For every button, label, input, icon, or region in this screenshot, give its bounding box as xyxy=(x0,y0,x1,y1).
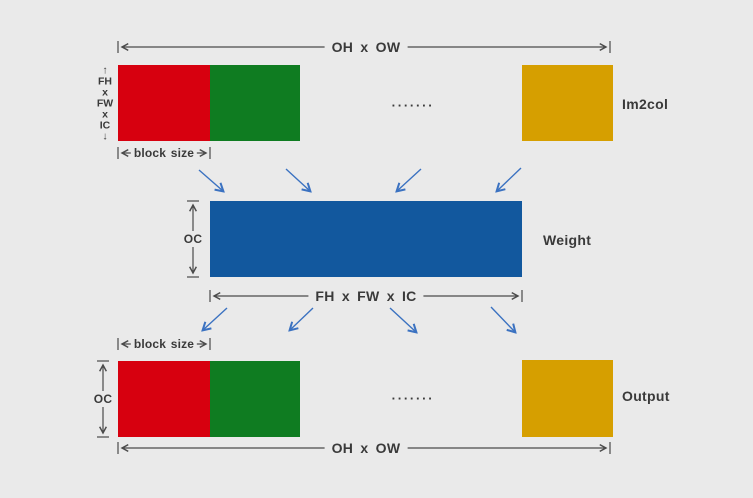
output-label: Output xyxy=(622,388,670,404)
output-block-green xyxy=(210,361,300,437)
output-dots: ....... xyxy=(391,387,435,403)
flow-arrows-to-weight xyxy=(198,167,522,191)
bottom-width-label: OH x OW xyxy=(324,440,408,456)
height-label-line: IC xyxy=(99,119,111,132)
top-block-size-label: block size xyxy=(130,146,198,160)
im2col-dots: ....... xyxy=(391,94,435,110)
arrow-up-icon: ↑ xyxy=(102,64,108,77)
im2col-block-gold xyxy=(522,65,613,141)
weight-matrix xyxy=(210,201,522,277)
weight-oc-label: OC xyxy=(180,231,206,247)
height-label-line: FW xyxy=(96,97,114,110)
im2col-label: Im2col xyxy=(622,96,669,112)
weight-width-label: FH x FW x IC xyxy=(308,288,424,304)
im2col-block-red xyxy=(118,65,210,141)
output-block-red xyxy=(118,361,210,437)
height-label-line: x xyxy=(102,86,108,99)
output-block-size-label: block size xyxy=(130,337,198,351)
im2col-height-label: ↑ FH x FW x IC ↓ xyxy=(96,64,114,143)
height-label-line: FH xyxy=(97,75,112,88)
output-oc-label: OC xyxy=(90,391,116,407)
height-label-line: x xyxy=(102,108,108,121)
arrow-down-icon: ↓ xyxy=(102,130,108,143)
weight-label: Weight xyxy=(543,232,592,248)
top-width-label: OH x OW xyxy=(324,39,408,55)
output-block-gold xyxy=(522,360,613,437)
flow-arrows-to-output xyxy=(203,306,515,332)
im2col-block-green xyxy=(210,65,300,141)
